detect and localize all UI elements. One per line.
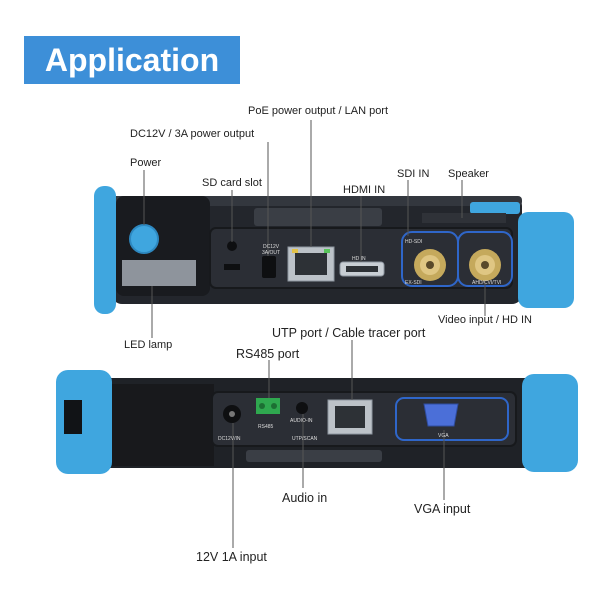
speaker-grill bbox=[422, 213, 506, 223]
label-speaker: Speaker bbox=[448, 168, 489, 180]
print-3aout: 3A/OUT bbox=[262, 250, 280, 256]
label-utp-port: UTP port / Cable tracer port bbox=[272, 326, 426, 340]
sd-card-slot bbox=[224, 264, 240, 270]
label-rs485: RS485 port bbox=[236, 347, 300, 361]
label-poe: PoE power output / LAN port bbox=[248, 105, 389, 117]
label-led-lamp: LED lamp bbox=[124, 339, 173, 351]
label-vga-input: VGA input bbox=[414, 502, 471, 516]
print-rs485: RS485 bbox=[258, 424, 274, 430]
label-sd-card: SD card slot bbox=[202, 177, 262, 189]
print-utpscan: UTP/SCAN bbox=[292, 436, 318, 442]
label-12v-input: 12V 1A input bbox=[196, 550, 267, 564]
bottom-device bbox=[56, 370, 578, 474]
application-banner: Application bbox=[24, 36, 240, 84]
label-dc12v-output: DC12V / 3A power output bbox=[130, 128, 255, 140]
led-lamp bbox=[122, 260, 196, 286]
print-ahd: AHD/CVI/TVI bbox=[472, 280, 501, 286]
power-button bbox=[130, 225, 158, 253]
label-sdi-in: SDI IN bbox=[397, 168, 430, 180]
print-hdin: HD IN bbox=[352, 256, 366, 262]
print-vga: VGA bbox=[438, 433, 449, 439]
label-video-input: Video input / HD IN bbox=[438, 314, 532, 326]
print-dc12vin: DC12V/IN bbox=[218, 436, 241, 442]
label-power: Power bbox=[130, 157, 162, 169]
print-dc12v: DC12V bbox=[263, 244, 280, 250]
leader-lines bbox=[143, 120, 486, 548]
print-exsdi: EX-SDI bbox=[405, 280, 422, 286]
banner-title: Application bbox=[44, 42, 220, 78]
print-hdsdi: HD-SDI bbox=[405, 239, 422, 245]
print-audioin: AUDIO-IN bbox=[290, 418, 313, 424]
top-device bbox=[94, 186, 574, 314]
label-audio-in: Audio in bbox=[282, 491, 328, 505]
label-hdmi-in: HDMI IN bbox=[343, 184, 386, 196]
